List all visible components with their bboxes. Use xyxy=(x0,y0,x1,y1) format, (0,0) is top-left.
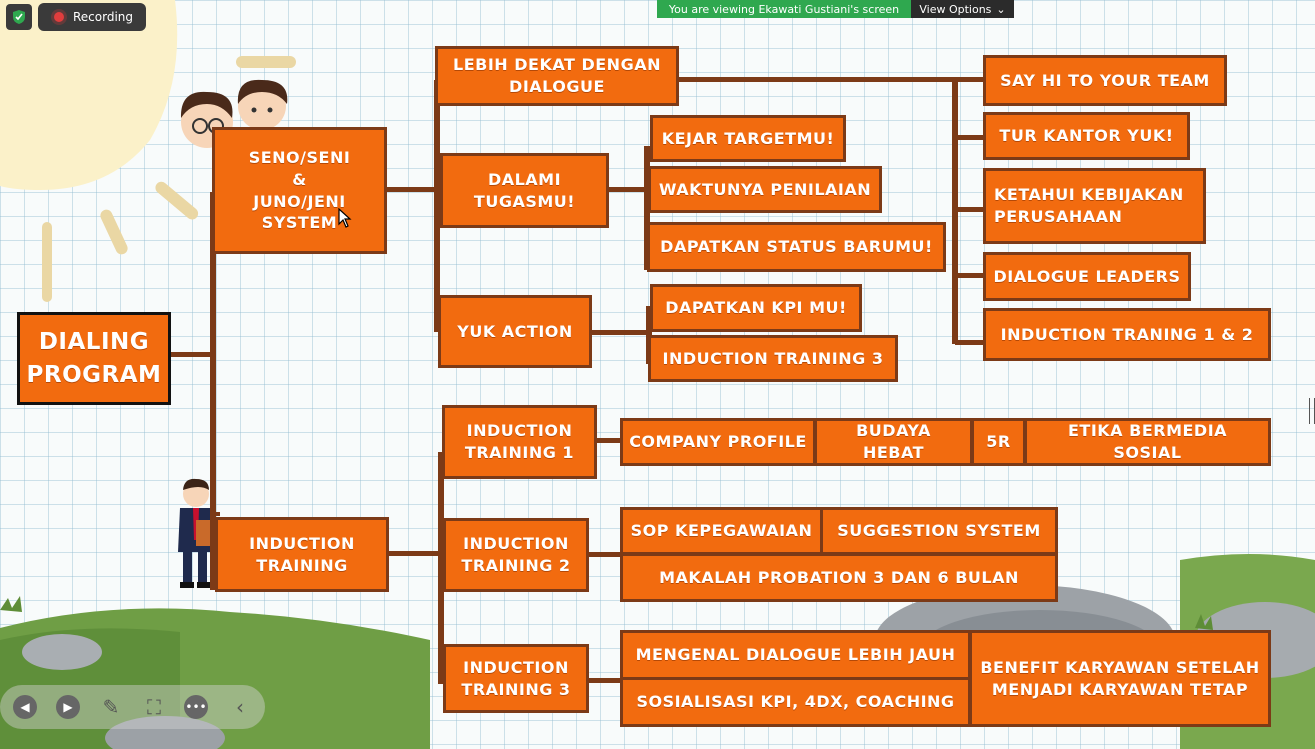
recording-indicator[interactable]: Recording xyxy=(38,3,146,31)
connector-line xyxy=(210,512,220,516)
view-options-button[interactable]: View Options ⌄ xyxy=(911,0,1014,18)
crop-icon[interactable]: ⛶ xyxy=(147,695,161,719)
connector-line xyxy=(586,552,624,557)
connector-line xyxy=(434,80,440,332)
connector-line xyxy=(210,192,216,590)
security-shield-icon[interactable] xyxy=(6,4,32,30)
connector-line xyxy=(644,146,650,270)
lebih-dekat-box: LEBIH DEKAT DENGAN DIALOGUE xyxy=(435,46,679,106)
connector-line xyxy=(590,330,650,335)
viewing-banner: You are viewing Ekawati Gustiani's scree… xyxy=(657,0,911,18)
connector-line xyxy=(952,82,958,344)
connector-line xyxy=(955,273,987,278)
etika-bermedia-box: ETIKA BERMEDIA SOSIAL xyxy=(1024,418,1271,466)
record-dot-icon xyxy=(54,12,64,22)
waktunya-penilaian-box: WAKTUNYA PENILAIAN xyxy=(648,166,882,213)
seno-seni-box: SENO/SENI & JUNO/JENI SYSTEM xyxy=(212,127,387,254)
connector-line xyxy=(438,452,444,684)
benefit-karyawan-box: BENEFIT KARYAWAN SETELAH MENJADI KARYAWA… xyxy=(969,630,1271,727)
resize-handle[interactable] xyxy=(1309,398,1315,424)
company-profile-box: COMPANY PROFILE xyxy=(620,418,816,466)
connector-line xyxy=(955,340,987,345)
view-options-label: View Options xyxy=(919,2,992,16)
induction-training-3-box: INDUCTION TRAINING 3 xyxy=(443,644,589,713)
connector-line xyxy=(384,187,440,192)
ketahui-kebijakan-box: KETAHUI KEBIJAKAN PERUSAHAAN xyxy=(983,168,1206,244)
suggestion-system-box: SUGGESTION SYSTEM xyxy=(820,507,1058,555)
connector-line xyxy=(586,678,624,683)
say-hi-box: SAY HI TO YOUR TEAM xyxy=(983,55,1227,106)
budaya-hebat-box: BUDAYA HEBAT xyxy=(814,418,973,466)
dialing-program-box: DIALING PROGRAM xyxy=(17,312,171,405)
prev-icon[interactable]: ◀ xyxy=(13,695,37,719)
next-icon[interactable]: ▶ xyxy=(56,695,80,719)
sun-illustration xyxy=(0,0,296,302)
induction-training-2-box: INDUCTION TRAINING 2 xyxy=(443,518,589,592)
dapatkan-kpi-box: DAPATKAN KPI MU! xyxy=(650,284,862,332)
connector-line xyxy=(955,135,987,140)
sosialisasi-kpi-box: SOSIALISASI KPI, 4DX, COACHING xyxy=(620,677,971,727)
dalami-tugasmu-box: DALAMI TUGASMU! xyxy=(440,153,609,228)
yuk-action-box: YUK ACTION xyxy=(438,295,592,368)
dapatkan-status-box: DAPATKAN STATUS BARUMU! xyxy=(647,222,946,272)
businessman-illustration xyxy=(178,478,214,588)
five-r-box: 5R xyxy=(971,418,1026,466)
connector-line xyxy=(955,207,987,212)
induction-training-box: INDUCTION TRAINING xyxy=(215,517,389,592)
presentation-toolbar xyxy=(0,685,265,729)
induction-training-1-box: INDUCTION TRAINING 1 xyxy=(442,405,597,479)
mouse-cursor-icon xyxy=(338,208,352,228)
mengenal-dialogue-box: MENGENAL DIALOGUE LEBIH JAUH xyxy=(620,630,971,680)
kejar-targetmu-box: KEJAR TARGETMU! xyxy=(650,115,846,162)
connector-line xyxy=(594,438,624,443)
connector-line xyxy=(677,77,987,82)
makalah-probation-box: MAKALAH PROBATION 3 DAN 6 BULAN xyxy=(620,553,1058,602)
connector-line xyxy=(168,352,214,357)
connector-line xyxy=(606,187,650,192)
induction-traning-12-box: INDUCTION TRANING 1 & 2 xyxy=(983,308,1271,361)
tur-kantor-box: TUR KANTOR YUK! xyxy=(983,112,1190,160)
collapse-icon[interactable]: ‹ xyxy=(236,695,244,719)
chevron-down-icon: ⌄ xyxy=(996,2,1006,16)
recording-label: Recording xyxy=(73,10,134,24)
pen-icon[interactable]: ✎ xyxy=(102,695,120,719)
sop-kepegawaian-box: SOP KEPEGAWAIAN xyxy=(620,507,823,555)
more-icon[interactable]: ••• xyxy=(184,695,208,719)
viewing-banner-text: You are viewing Ekawati Gustiani's scree… xyxy=(668,2,900,16)
dialogue-leaders-box: DIALOGUE LEADERS xyxy=(983,252,1191,301)
induction-training-3-item-box: INDUCTION TRAINING 3 xyxy=(648,335,898,382)
connector-line xyxy=(386,551,444,556)
